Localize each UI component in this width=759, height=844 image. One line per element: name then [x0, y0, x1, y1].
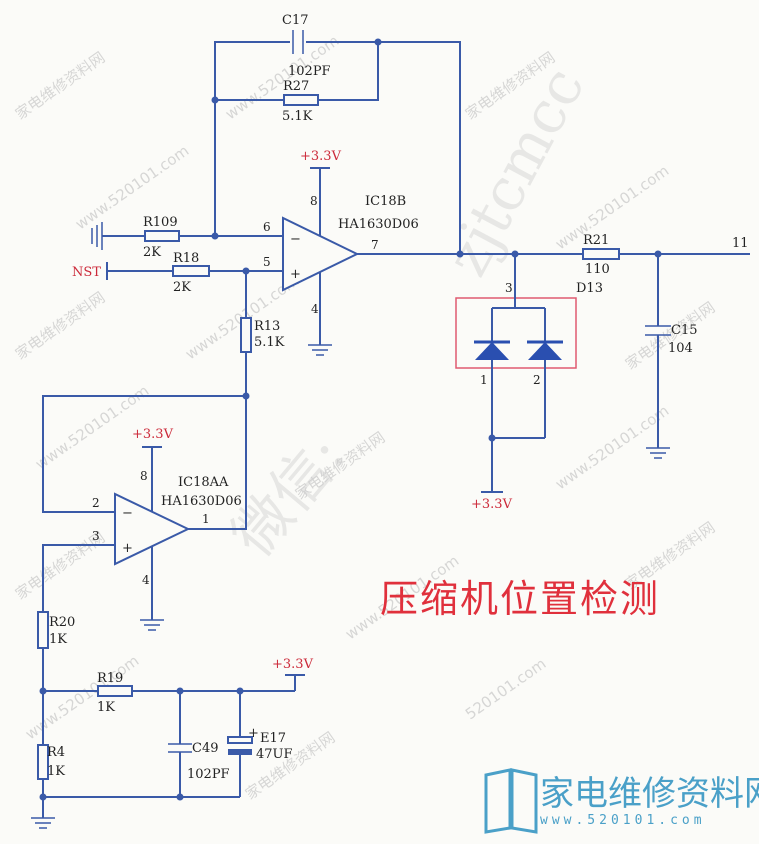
resistor-r4: R4 1K — [37, 744, 65, 780]
logo-subtext: www.520101.com — [540, 813, 706, 828]
capacitor-e17: + E17 47UF — [227, 726, 293, 762]
ic18b-minus: − — [290, 232, 301, 247]
c15-ref: C15 — [671, 323, 698, 338]
ic18aa-pin-inv: 2 — [92, 496, 100, 510]
ic18b-part: HA1630D06 — [338, 217, 419, 232]
resistor-r27: R27 5.1K — [282, 79, 319, 124]
junction-dot — [39, 793, 47, 801]
capacitor-c17: C17 102PF — [282, 13, 331, 79]
r21-ref: R21 — [583, 233, 609, 248]
r13-ref: R13 — [254, 319, 280, 334]
supply-label-d13: +3.3V — [471, 497, 513, 512]
ic18b-pin-vcc: 8 — [310, 194, 318, 208]
d13-pin-common: 3 — [505, 281, 513, 295]
ic18aa-pin-noninv: 3 — [92, 529, 100, 543]
r109-value: 2K — [143, 245, 161, 260]
ic18aa-plus: + — [122, 541, 133, 556]
book-icon — [484, 768, 512, 834]
supply-label-ic18aa: +3.3V — [132, 427, 174, 442]
ic18aa-pin-gnd: 4 — [142, 573, 150, 587]
ic18aa-ref: IC18AA — [178, 475, 229, 490]
junction-dot — [176, 793, 184, 801]
resistor-r18: R18 2K — [172, 251, 210, 295]
supply-label-bias: +3.3V — [272, 657, 314, 672]
capacitor-c15: C15 104 — [645, 323, 698, 356]
r19-value: 1K — [97, 700, 115, 715]
ground-bottom — [31, 817, 55, 829]
resistor-r13: R13 5.1K — [240, 317, 285, 353]
r13-value: 5.1K — [254, 335, 285, 350]
c15-value: 104 — [668, 341, 693, 356]
resistor-r19: R19 1K — [97, 671, 133, 715]
r4-ref: R4 — [47, 745, 65, 760]
diagram-title: 压缩机位置检测 — [380, 577, 660, 621]
ic18b-pin-noninv: 5 — [263, 255, 271, 269]
r27-value: 5.1K — [282, 109, 313, 124]
ic18aa-pin-out: 1 — [202, 512, 210, 526]
e17-value: 47UF — [256, 747, 293, 762]
supply-label-ic18b: +3.3V — [300, 149, 342, 164]
r27-ref: R27 — [283, 79, 309, 94]
net-label-nst: NST — [72, 265, 101, 280]
ic18b-pin-gnd: 4 — [311, 302, 319, 316]
c49-value: 102PF — [187, 767, 230, 782]
resistor-r21: R21 110 — [582, 233, 620, 277]
junction-dot — [211, 96, 219, 104]
ground-c15 — [646, 447, 670, 459]
ic18aa-pin-vcc: 8 — [140, 469, 148, 483]
c17-value: 102PF — [288, 64, 331, 79]
ic18b-plus: + — [290, 267, 301, 282]
ic18aa-minus: − — [122, 506, 133, 521]
r20-value: 1K — [49, 632, 67, 647]
watermark-site: www.520101.com — [22, 652, 142, 744]
ic18aa-part: HA1630D06 — [161, 494, 242, 509]
watermark-site: 520101.com — [462, 655, 549, 724]
ic18b-pin-out: 7 — [371, 238, 379, 252]
r18-value: 2K — [173, 280, 191, 295]
e17-ref: E17 — [260, 731, 286, 746]
r109-ref: R109 — [143, 215, 178, 230]
ground-left — [91, 222, 103, 250]
ic18b-ref: IC18B — [365, 194, 406, 209]
c17-ref: C17 — [282, 13, 309, 28]
capacitor-c49: C49 102PF — [168, 741, 230, 782]
feedback-network — [211, 38, 461, 252]
net-label-out: 11 — [732, 236, 749, 251]
ground-ic18aa — [140, 619, 164, 631]
junction-dot — [242, 267, 250, 275]
watermark-site: www.520101.com — [552, 162, 672, 254]
resistor-r20: R20 1K — [37, 611, 75, 649]
r20-ref: R20 — [49, 615, 75, 630]
junction-dot — [374, 38, 382, 46]
d13-pin-a: 1 — [480, 373, 488, 387]
d13-pin-b: 2 — [533, 373, 541, 387]
ic18b-pin-inv: 6 — [263, 220, 271, 234]
opamp-ic18b: − + 6 5 7 8 4 IC18B HA1630D06 — [263, 194, 419, 316]
site-logo: 家电维修资料网 www.520101.com — [484, 768, 759, 834]
e17-polarity: + — [248, 726, 259, 741]
junction-dot — [456, 250, 464, 258]
d13-ref: D13 — [576, 281, 603, 296]
watermark-cn: 家电维修资料网 — [12, 48, 108, 123]
diode-d13: 3 1 2 D13 — [455, 254, 603, 493]
r21-value: 110 — [585, 262, 610, 277]
r19-ref: R19 — [97, 671, 123, 686]
c49-ref: C49 — [192, 741, 219, 756]
junction-dot — [211, 232, 219, 240]
r4-value: 1K — [47, 764, 65, 779]
ground-ic18b — [308, 344, 332, 356]
logo-text: 家电维修资料网 — [540, 774, 759, 814]
watermark-cn: 家电维修资料网 — [12, 288, 108, 363]
r18-ref: R18 — [173, 251, 199, 266]
